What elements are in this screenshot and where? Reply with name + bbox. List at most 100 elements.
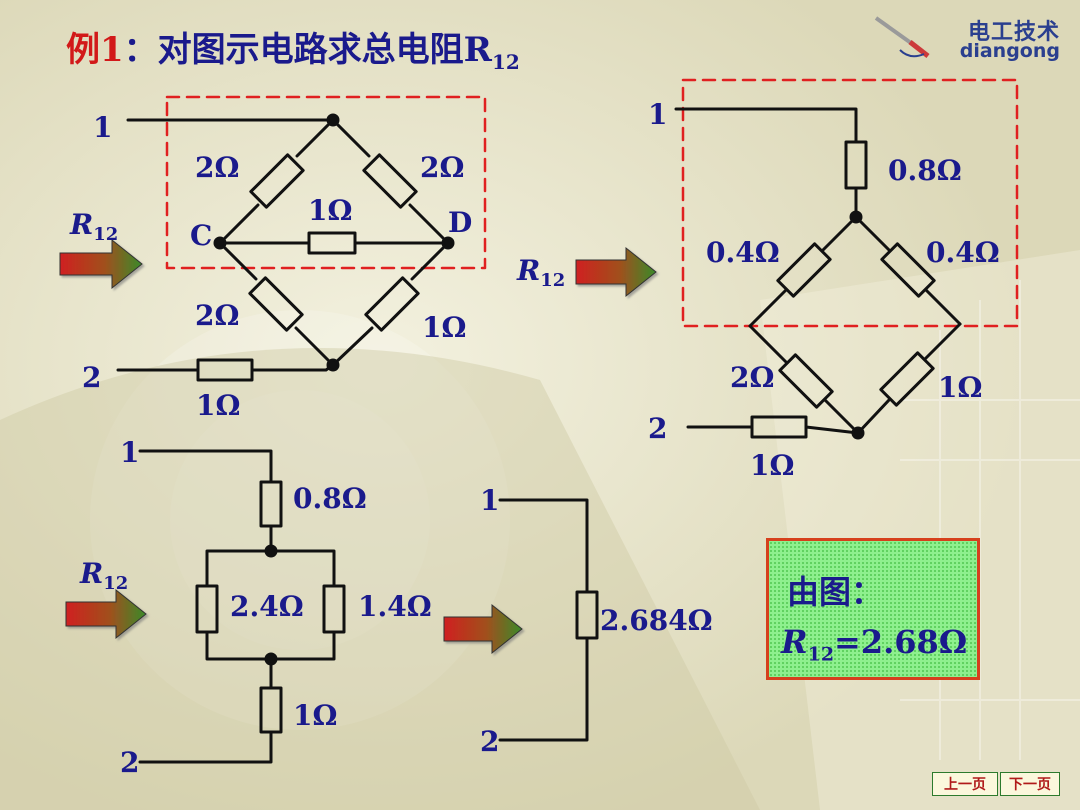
c2-wire-terminal1 — [674, 107, 858, 144]
c2-wire-ur-b — [924, 288, 962, 326]
c1-node-bottom — [326, 358, 340, 372]
c3-resistor-right — [322, 584, 346, 634]
c2-resistor-upper-left — [776, 242, 832, 298]
result-equation: R12=2.68Ω — [781, 623, 967, 665]
c3-resistor-bottom — [259, 686, 283, 734]
prev-page-button[interactable]: 上一页 — [932, 772, 998, 796]
c1-label-lower-left: 2Ω — [195, 299, 239, 332]
page-title: 例1：对图示电路求总电阻R12 — [66, 22, 520, 74]
c3-label-right: 1.4Ω — [358, 590, 432, 623]
pen-icon — [874, 16, 930, 58]
c1-arrow-label: R12 — [69, 208, 118, 245]
c3-label-top: 0.8Ω — [293, 482, 367, 515]
c1-wire-c-bot-b — [294, 326, 335, 367]
circuit1 — [116, 95, 487, 382]
c2-arrow-label: R12 — [516, 254, 565, 291]
example-number: 例1 — [66, 30, 124, 70]
c1-label-middle: 1Ω — [308, 194, 352, 227]
c3-resistor-top — [259, 480, 283, 528]
c1-node-c-label: C — [190, 219, 212, 252]
arrow-4 — [443, 603, 523, 655]
brand-logo: 电工技术 diangong — [870, 10, 1070, 66]
c1-resistor-middle — [307, 231, 357, 255]
c1-resistor-lower-right — [364, 276, 420, 332]
c1-wire-top-d-a — [331, 118, 371, 158]
c2-resistor-upper-right — [880, 242, 936, 298]
c2-wire-lr-b — [856, 398, 891, 435]
c3-node-bottom — [264, 652, 278, 666]
c1-wire-top-c-b — [218, 203, 260, 245]
c3-label-bottom: 1Ω — [293, 699, 337, 732]
c1-terminal-2: 2 — [82, 361, 101, 394]
c1-node-c — [213, 236, 227, 250]
c3-node-top — [264, 544, 278, 558]
c1-terminal-1: 1 — [93, 111, 112, 144]
c2-resistor-lower-left — [778, 353, 834, 409]
c1-resistor-series — [196, 358, 254, 382]
c1-label-upper-right: 2Ω — [420, 151, 464, 184]
c1-wire-d-bot-b — [331, 326, 374, 367]
circuit4 — [498, 498, 599, 742]
c3-arrow-label: R12 — [79, 557, 128, 594]
c2-label-lower-left: 2Ω — [730, 361, 774, 394]
c3-label-left: 2.4Ω — [230, 590, 304, 623]
result-intro: 由图： — [787, 573, 884, 611]
c2-node-bottom — [851, 426, 865, 440]
title-text: ：对图示电路求总电阻R — [123, 30, 492, 70]
c4-terminal-1: 1 — [480, 484, 499, 517]
c2-resistor-lower-right — [879, 351, 935, 407]
c2-terminal-1: 1 — [648, 98, 667, 131]
c1-node-top — [326, 113, 340, 127]
result-value: =2.68Ω — [834, 623, 968, 661]
c1-dashed-box — [165, 95, 487, 270]
c3-resistor-left — [195, 584, 219, 634]
c1-node-d — [441, 236, 455, 250]
circuit3 — [138, 449, 346, 764]
c1-wire-c-bot-a — [218, 241, 258, 281]
c2-label-series: 1Ω — [750, 449, 794, 482]
c2-wire-ul-a — [820, 215, 858, 253]
c1-wire-top-c-a — [295, 118, 335, 158]
c1-resistor-upper-left — [249, 153, 305, 209]
c4-wire-terminal2 — [498, 636, 589, 742]
c2-wire-ll-a — [748, 324, 789, 365]
logo-latin: diangong — [959, 40, 1060, 62]
logo-chinese: 电工技术 — [967, 20, 1060, 45]
c1-wire-terminal2-b — [250, 363, 335, 372]
c1-node-d-label: D — [448, 206, 472, 239]
arrow-2 — [575, 246, 657, 298]
c3-wire-terminal2 — [138, 730, 273, 764]
c2-wire-ur-a — [854, 215, 892, 253]
c2-label-upper-left: 0.4Ω — [706, 236, 780, 269]
c3-terminal-2: 2 — [120, 746, 139, 779]
c2-wire-lr-a — [923, 322, 962, 361]
c3-wire-terminal1 — [138, 449, 273, 484]
result-r-label: R — [781, 623, 808, 661]
result-r-sub: 12 — [807, 643, 835, 666]
c2-resistor-series — [750, 415, 808, 439]
c4-label-total: 2.684Ω — [600, 604, 713, 637]
c2-label-lower-right: 1Ω — [938, 371, 982, 404]
arrow-3 — [65, 588, 147, 640]
c4-resistor-total — [575, 590, 599, 640]
title-subscript: 12 — [491, 49, 520, 74]
c1-label-upper-left: 2Ω — [195, 151, 239, 184]
c3-terminal-1: 1 — [120, 436, 139, 469]
c2-label-upper-right: 0.4Ω — [926, 236, 1000, 269]
arrow-1 — [59, 238, 143, 290]
c2-label-top: 0.8Ω — [888, 154, 962, 187]
c4-terminal-2: 2 — [480, 725, 499, 758]
c2-wire-ll-b — [823, 398, 860, 435]
circuit2 — [674, 78, 1019, 440]
c2-wire-terminal2-b — [804, 425, 860, 435]
c2-terminal-2: 2 — [648, 412, 667, 445]
c2-wire-ul-b — [748, 288, 788, 328]
c1-label-series: 1Ω — [196, 389, 240, 422]
next-page-button[interactable]: 下一页 — [1000, 772, 1060, 796]
c2-node-top — [849, 210, 863, 224]
c1-label-lower-right: 1Ω — [422, 311, 466, 344]
c1-resistor-upper-right — [362, 153, 418, 209]
c4-wire-terminal1 — [498, 498, 589, 594]
result-box: 由图： R12=2.68Ω — [766, 538, 980, 680]
